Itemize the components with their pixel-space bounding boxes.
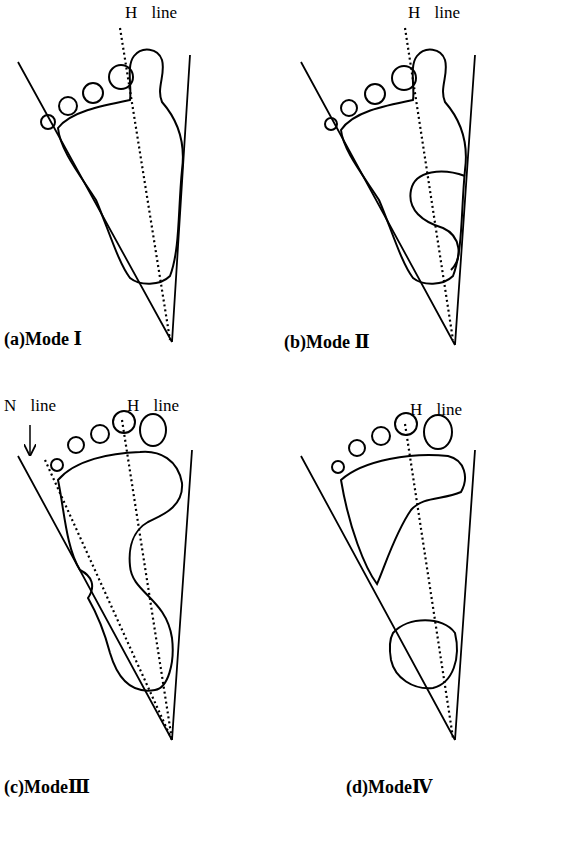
mode-caption: (a)Mode Ⅰ [4,330,82,350]
mode-caption: (c)ModeⅢ [4,778,90,798]
mode-caption: (b)Mode Ⅱ [284,333,370,353]
line-label: N line [4,397,56,416]
line-label: H line [408,4,460,23]
mode-2-footprint [301,28,475,345]
mode-4-footprint [301,413,475,740]
mode-3-footprint [18,411,192,740]
mode-caption: (d)ModeⅣ [346,778,432,798]
line-label: H line [125,4,177,23]
line-label: H line [410,401,462,420]
mode-1-footprint [18,28,190,342]
line-label: H line [127,397,179,416]
